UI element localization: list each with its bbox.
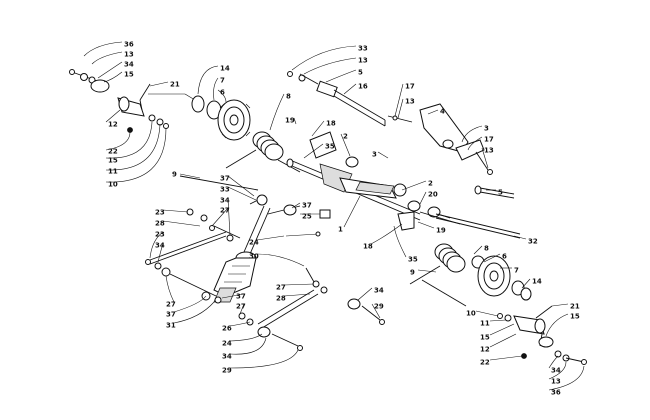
callout-34: 34 [222,353,232,361]
callout-27: 27 [236,303,246,311]
left-idler-wheel [191,95,251,141]
callout-26: 26 [222,325,232,333]
callout-15: 15 [124,71,134,79]
callout-4: 4 [440,108,445,116]
callout-5: 5 [498,189,503,197]
callout-36: 36 [124,41,134,49]
left-torsion-spring [225,131,301,173]
callout-5: 5 [358,69,363,77]
callout-20: 20 [428,191,438,199]
callout-29: 29 [222,367,232,375]
callout-14: 14 [532,278,542,286]
callout-18: 18 [326,120,336,128]
callout-15: 15 [570,313,580,321]
callout-17: 17 [484,136,494,144]
callout-27: 27 [276,284,286,292]
callout-10: 10 [108,181,118,189]
callout-28: 28 [155,220,165,228]
callout-10: 10 [466,310,476,318]
callout-9: 9 [410,269,415,277]
callout-27: 27 [220,207,230,215]
callout-34: 34 [124,61,134,69]
callout-24: 24 [249,239,259,247]
callout-19: 19 [436,227,446,235]
callout-31: 31 [166,322,176,330]
callout-21: 21 [570,303,580,311]
callout-3: 3 [372,151,377,159]
callout-7: 7 [220,77,225,85]
callout-22: 22 [108,148,118,156]
callout-16: 16 [358,83,368,91]
callout-7: 7 [514,267,519,275]
callout-37: 37 [236,293,246,301]
callout-22: 22 [480,359,490,367]
callout-13: 13 [405,98,415,106]
callout-37: 37 [302,202,312,210]
callout-29: 29 [374,303,384,311]
upper-left-hub-group [69,69,196,133]
callout-30: 30 [249,253,259,261]
lower-right-hub-group [497,305,587,365]
callout-12: 12 [108,121,118,129]
callout-3: 3 [484,125,489,133]
callout-2: 2 [428,180,433,188]
callout-12: 12 [480,346,490,354]
callout-34: 34 [220,197,230,205]
callout-11: 11 [480,320,490,328]
callout-23: 23 [155,231,165,239]
callout-23: 23 [155,209,165,217]
callout-1: 1 [338,226,343,234]
callout-33: 33 [220,186,230,194]
callout-32: 32 [528,238,538,246]
callout-37: 37 [220,175,230,183]
callout-25: 25 [302,213,312,221]
callout-34: 34 [374,287,384,295]
lower-middle-link [238,267,385,351]
left-link-arms [145,208,241,301]
right-idler-wheel [471,255,532,301]
callout-9: 9 [172,171,177,179]
main-axle [286,131,461,231]
callout-13: 13 [124,51,134,59]
callout-11: 11 [108,168,118,176]
callout-33: 33 [358,45,368,53]
callout-19: 19 [285,117,295,125]
callout-13: 13 [484,147,494,155]
callout-13: 13 [551,378,561,386]
upper-shaft [287,71,386,127]
callout-18: 18 [363,243,373,251]
callout-13: 13 [358,57,368,65]
callout-8: 8 [484,245,489,253]
callout-6: 6 [502,253,507,261]
callout-34: 34 [551,367,561,375]
right-torsion-spring [409,243,467,307]
callout-35: 35 [325,143,335,151]
callout-24: 24 [222,340,232,348]
callout-6: 6 [220,89,225,97]
callout-21: 21 [170,81,180,89]
shock-absorber [213,194,271,304]
callout-8: 8 [286,93,291,101]
callout-27: 27 [166,301,176,309]
leader-lines [83,41,585,391]
callout-15: 15 [480,334,490,342]
callout-37: 37 [166,311,176,319]
callout-15: 15 [108,157,118,165]
callout-2: 2 [343,133,348,141]
callout-36: 36 [551,389,561,397]
callout-28: 28 [276,295,286,303]
callout-14: 14 [220,65,230,73]
callout-34: 34 [155,242,165,250]
callout-35: 35 [408,256,418,264]
callout-17: 17 [405,83,415,91]
pivot-arm [387,103,515,199]
